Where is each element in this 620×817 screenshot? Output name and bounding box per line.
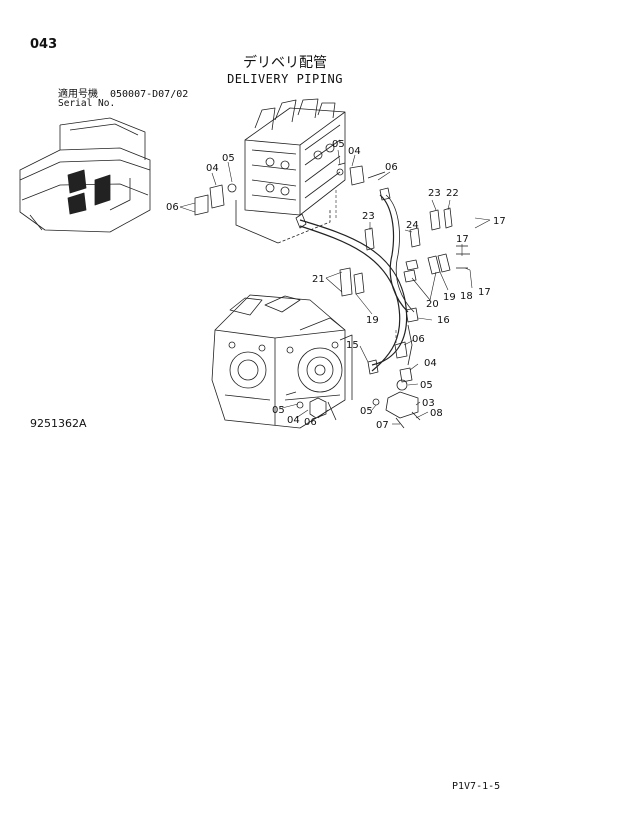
callout-16: 16 (437, 315, 450, 326)
callout-08: 08 (430, 408, 443, 419)
callout-17: 17 (456, 234, 469, 245)
page-title-japanese: デリベリ配管 (243, 55, 327, 71)
serial-label-japanese: 適用号機 (58, 89, 98, 100)
page-reference: P1V7-1-5 (452, 781, 501, 792)
callout-17: 17 (493, 216, 506, 227)
clamp-parts (194, 162, 470, 429)
callout-05: 05 (222, 153, 235, 164)
callout-15: 15 (346, 340, 359, 351)
hydraulic-pump-illustration (211, 294, 353, 429)
page-title: DELIVERY PIPING (227, 72, 343, 86)
callout-23: 23 (428, 188, 441, 199)
callout-23: 23 (362, 211, 375, 222)
callout-04: 04 (424, 358, 437, 369)
callout-06: 06 (385, 162, 398, 173)
callout-04: 04 (287, 415, 300, 426)
callout-06: 06 (304, 417, 317, 428)
callout-04: 04 (348, 146, 361, 157)
callout-18: 18 (460, 291, 473, 302)
callout-05: 05 (332, 139, 345, 150)
callout-04: 04 (206, 163, 219, 174)
callout-06: 06 (166, 202, 179, 213)
callout-19: 19 (366, 315, 379, 326)
callout-05: 05 (420, 380, 433, 391)
page-number: 043 (30, 37, 58, 52)
machine-overview-illustration (19, 117, 151, 233)
serial-number-range: 050007-D07/02 (110, 89, 189, 100)
callout-07: 07 (376, 420, 389, 431)
drawing-number: 9251362A (30, 417, 87, 430)
callout-20: 20 (426, 299, 439, 310)
serial-label: Serial No. (58, 98, 116, 109)
callout-21: 21 (312, 274, 325, 285)
callout-05: 05 (272, 405, 285, 416)
callout-17: 17 (478, 287, 491, 298)
callout-24: 24 (406, 220, 419, 231)
control-valve-illustration (235, 98, 346, 244)
callout-03: 03 (422, 398, 435, 409)
callout-06: 06 (412, 334, 425, 345)
callout-05: 05 (360, 406, 373, 417)
callout-labels: 04 05 06 05 04 06 23 22 17 23 24 17 21 1… (166, 139, 506, 431)
callout-22: 22 (446, 188, 459, 199)
delivery-hose (295, 187, 419, 375)
leader-lines (179, 149, 491, 425)
callout-19: 19 (443, 292, 456, 303)
